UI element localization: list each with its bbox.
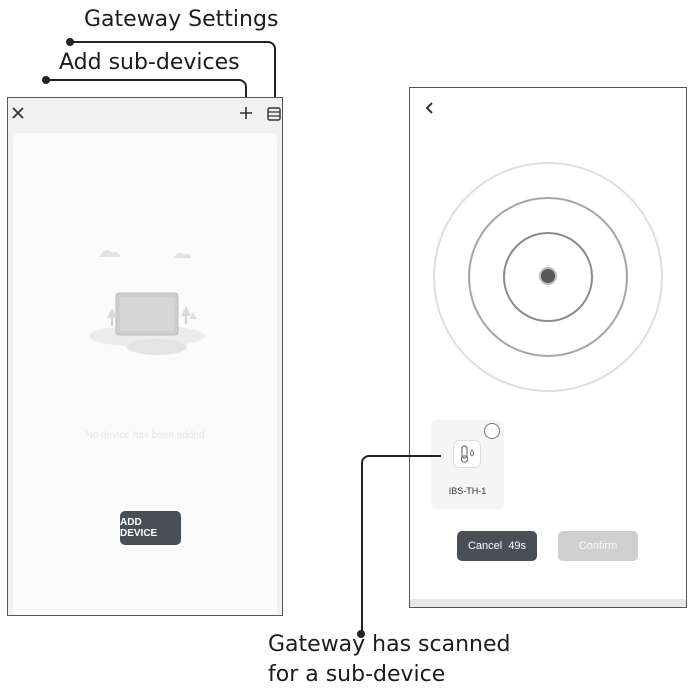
device-list-area: No device has been added ADD DEVICE (13, 133, 277, 615)
scanned-callout-line1: Gateway has scanned (268, 632, 511, 657)
cancel-button[interactable]: Cancel 49s (457, 531, 537, 561)
scanned-leader (361, 455, 441, 637)
empty-state-illustration (89, 250, 205, 355)
gateway-settings-callout: Gateway Settings (84, 7, 279, 32)
scan-center-dot (539, 267, 557, 285)
scan-sub-device-screen: IBS-TH-1 Cancel 49s Confirm (409, 87, 687, 608)
thermometer-humidity-icon (453, 440, 481, 468)
scan-ring-middle (468, 197, 628, 357)
device-select-radio[interactable] (484, 423, 500, 439)
bottom-bar (410, 599, 686, 607)
scanned-callout-line2: for a sub-device (268, 662, 446, 687)
gateway-home-screen: No device has been added ADD DEVICE (7, 97, 283, 616)
gateway-settings-leader (70, 41, 276, 101)
callout-dot (357, 630, 365, 638)
scan-ring-inner (503, 232, 593, 322)
confirm-button[interactable]: Confirm (558, 531, 638, 561)
device-name: IBS-TH-1 (448, 486, 487, 496)
add-device-button[interactable]: ADD DEVICE (120, 511, 181, 545)
add-sub-devices-leader (46, 79, 247, 103)
found-device-card[interactable]: IBS-TH-1 (431, 420, 504, 510)
plus-icon[interactable] (238, 105, 254, 121)
chevron-left-icon[interactable] (422, 100, 438, 116)
scan-ring-outer (433, 162, 663, 392)
cancel-label: Cancel (467, 540, 503, 552)
top-bar (8, 98, 282, 132)
close-icon[interactable] (10, 105, 26, 121)
add-sub-devices-callout: Add sub-devices (59, 50, 240, 75)
gateway-settings-icon[interactable] (266, 106, 282, 122)
countdown: 49s (508, 540, 527, 552)
empty-message: No device has been added (85, 430, 205, 441)
